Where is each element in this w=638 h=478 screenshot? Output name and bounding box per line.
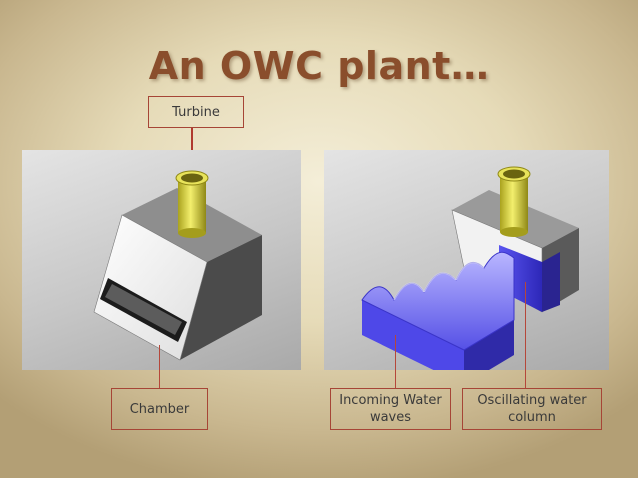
- oscillating-column-label: Oscillating water column: [462, 388, 602, 430]
- chamber-right-face: [180, 235, 262, 360]
- wave-model-panel: [324, 150, 609, 370]
- chamber-label-text: Chamber: [129, 401, 190, 417]
- incoming-waves-pointer: [395, 335, 396, 388]
- wave-model-illustration: [361, 166, 579, 370]
- chamber-model-panel: [22, 150, 301, 370]
- turbine-pointer: [191, 128, 193, 170]
- turbine-cylinder-body-right: [500, 174, 528, 232]
- incoming-waves-label: Incoming Water waves: [330, 388, 451, 430]
- chamber-model-illustration: [93, 170, 262, 361]
- chamber-label: Chamber: [111, 388, 208, 430]
- wave-channel-side: [464, 320, 514, 370]
- turbine-cylinder-body: [178, 178, 206, 233]
- chamber-pointer: [159, 345, 160, 388]
- slide-title: An OWC plant…: [148, 44, 490, 88]
- turbine-label-text: Turbine: [172, 104, 220, 120]
- wave-channel-front: [362, 300, 464, 370]
- oscillating-column-pointer: [525, 282, 526, 388]
- oscillating-column-label-text: Oscillating water column: [477, 393, 587, 425]
- incoming-waves-label-text: Incoming Water waves: [339, 393, 442, 425]
- turbine-label: Turbine: [148, 96, 244, 128]
